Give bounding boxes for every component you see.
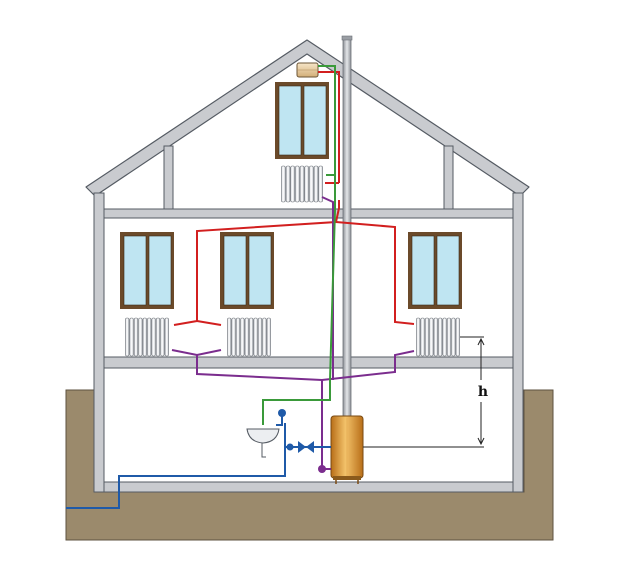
return-pipes <box>171 196 415 468</box>
boiler-icon <box>330 415 364 484</box>
expansion-line <box>262 65 336 425</box>
right-wall <box>512 192 524 493</box>
valve-icon <box>286 441 314 453</box>
window-icon <box>220 232 274 309</box>
supply-pipes <box>173 71 415 326</box>
height-label: h <box>477 384 489 400</box>
radiator-icon <box>125 317 169 357</box>
ground <box>65 389 554 541</box>
radiator-icon <box>416 317 460 357</box>
window-icon <box>120 232 174 309</box>
roof-post-left <box>163 145 174 210</box>
height-dimension <box>363 336 485 448</box>
window-icon <box>275 82 329 159</box>
expansion-tank-icon <box>296 62 319 78</box>
faucet-icon <box>276 409 286 426</box>
window-icon <box>408 232 462 309</box>
roof-post-right <box>443 145 454 210</box>
first-floor-slab <box>103 356 514 369</box>
left-wall <box>93 192 105 493</box>
ground-floor-slab <box>103 481 514 493</box>
radiator-icon <box>227 317 271 357</box>
radiator-icon <box>281 165 323 203</box>
chimney-cap <box>341 35 353 41</box>
pump-icon <box>318 465 331 473</box>
sink-icon <box>246 428 280 458</box>
chimney-icon <box>342 37 352 419</box>
attic-floor <box>103 208 514 219</box>
